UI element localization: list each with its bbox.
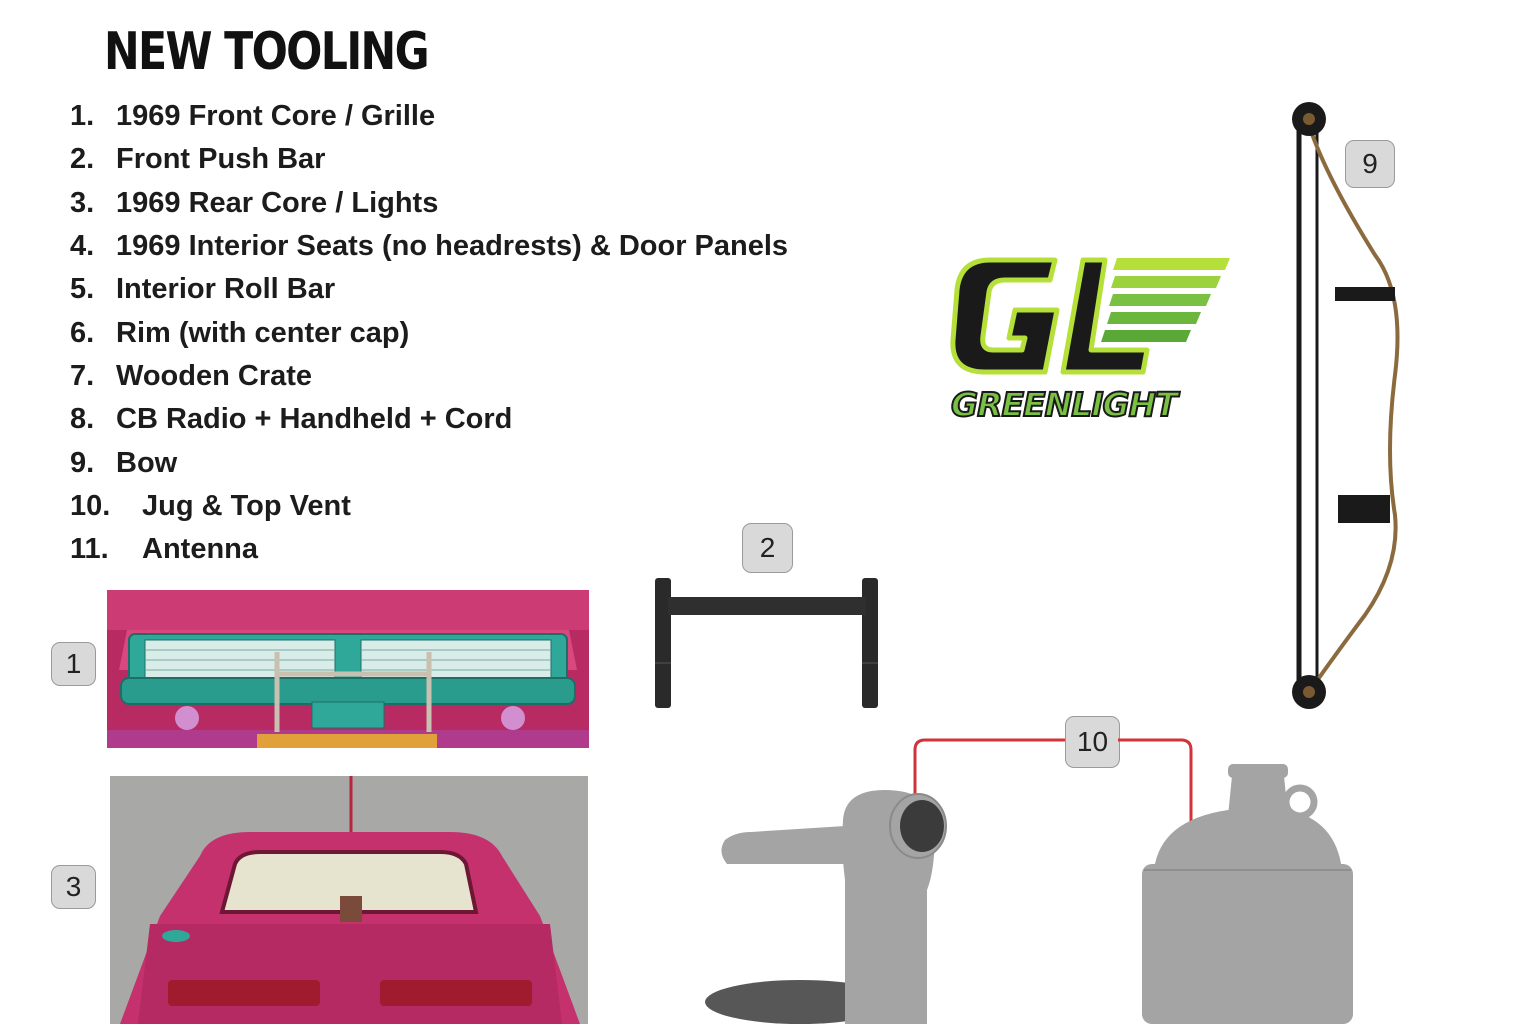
item-name: 1969 Front Core / Grille: [116, 100, 436, 133]
item-number: 2.: [70, 143, 95, 176]
bow-part: [1285, 95, 1415, 720]
list-item: 11. Antenna: [70, 528, 788, 571]
item-name: Bow: [116, 446, 178, 479]
item-name: 1969 Rear Core / Lights: [116, 186, 439, 219]
item-name: CB Radio + Handheld + Cord: [116, 403, 513, 436]
top-vent-part: [705, 780, 955, 1024]
push-bar-part: [650, 575, 885, 713]
greenlight-logo: GREENLIGHT: [945, 250, 1235, 425]
jug-vent-connector: [905, 730, 1205, 840]
item-number: 1.: [70, 100, 95, 133]
item-number: 3.: [70, 186, 95, 219]
item-number: 6.: [70, 316, 95, 349]
list-item: 1. 1969 Front Core / Grille: [70, 95, 788, 138]
list-item: 8. CB Radio + Handheld + Cord: [70, 398, 788, 441]
item-number: 5.: [70, 273, 95, 306]
callout-badge-bow: 9: [1345, 140, 1395, 188]
list-item: 3. 1969 Rear Core / Lights: [70, 182, 788, 225]
item-name: Jug & Top Vent: [142, 489, 351, 522]
item-number: 4.: [70, 230, 95, 263]
item-name: Rim (with center cap): [116, 316, 410, 349]
item-number: 8.: [70, 403, 95, 436]
item-number: 7.: [70, 359, 95, 392]
parts-list: 1. 1969 Front Core / Grille 2. Front Push …: [70, 95, 788, 571]
jug-part: [1140, 760, 1355, 1024]
callout-badge-push-bar: 2: [742, 523, 793, 573]
rear-core-image: [110, 776, 588, 1024]
item-name: Interior Roll Bar: [116, 273, 336, 306]
item-name: Wooden Crate: [116, 359, 313, 392]
page-title: NEW TOOLING: [104, 22, 430, 82]
item-name: Front Push Bar: [116, 143, 326, 176]
list-item: 5. Interior Roll Bar: [70, 268, 788, 311]
item-number: 10.: [70, 489, 111, 522]
list-item: 4. 1969 Interior Seats (no headrests) & D…: [70, 225, 788, 268]
list-item: 9. Bow: [70, 441, 788, 484]
front-core-image: [107, 590, 589, 748]
list-item: 2. Front Push Bar: [70, 138, 788, 181]
callout-badge-jug-vent: 10: [1065, 716, 1120, 768]
item-number: 9.: [70, 446, 95, 479]
callout-badge-front-core: 1: [51, 642, 96, 686]
list-item: 10. Jug & Top Vent: [70, 485, 788, 528]
list-item: 6. Rim (with center cap): [70, 311, 788, 354]
list-item: 7. Wooden Crate: [70, 355, 788, 398]
callout-badge-rear-core: 3: [51, 865, 96, 909]
item-name: Antenna: [142, 533, 258, 566]
item-number: 11.: [70, 533, 109, 566]
logo-wordmark: GREENLIGHT: [951, 385, 1180, 424]
item-name: 1969 Interior Seats (no headrests) & Doo…: [116, 230, 789, 263]
